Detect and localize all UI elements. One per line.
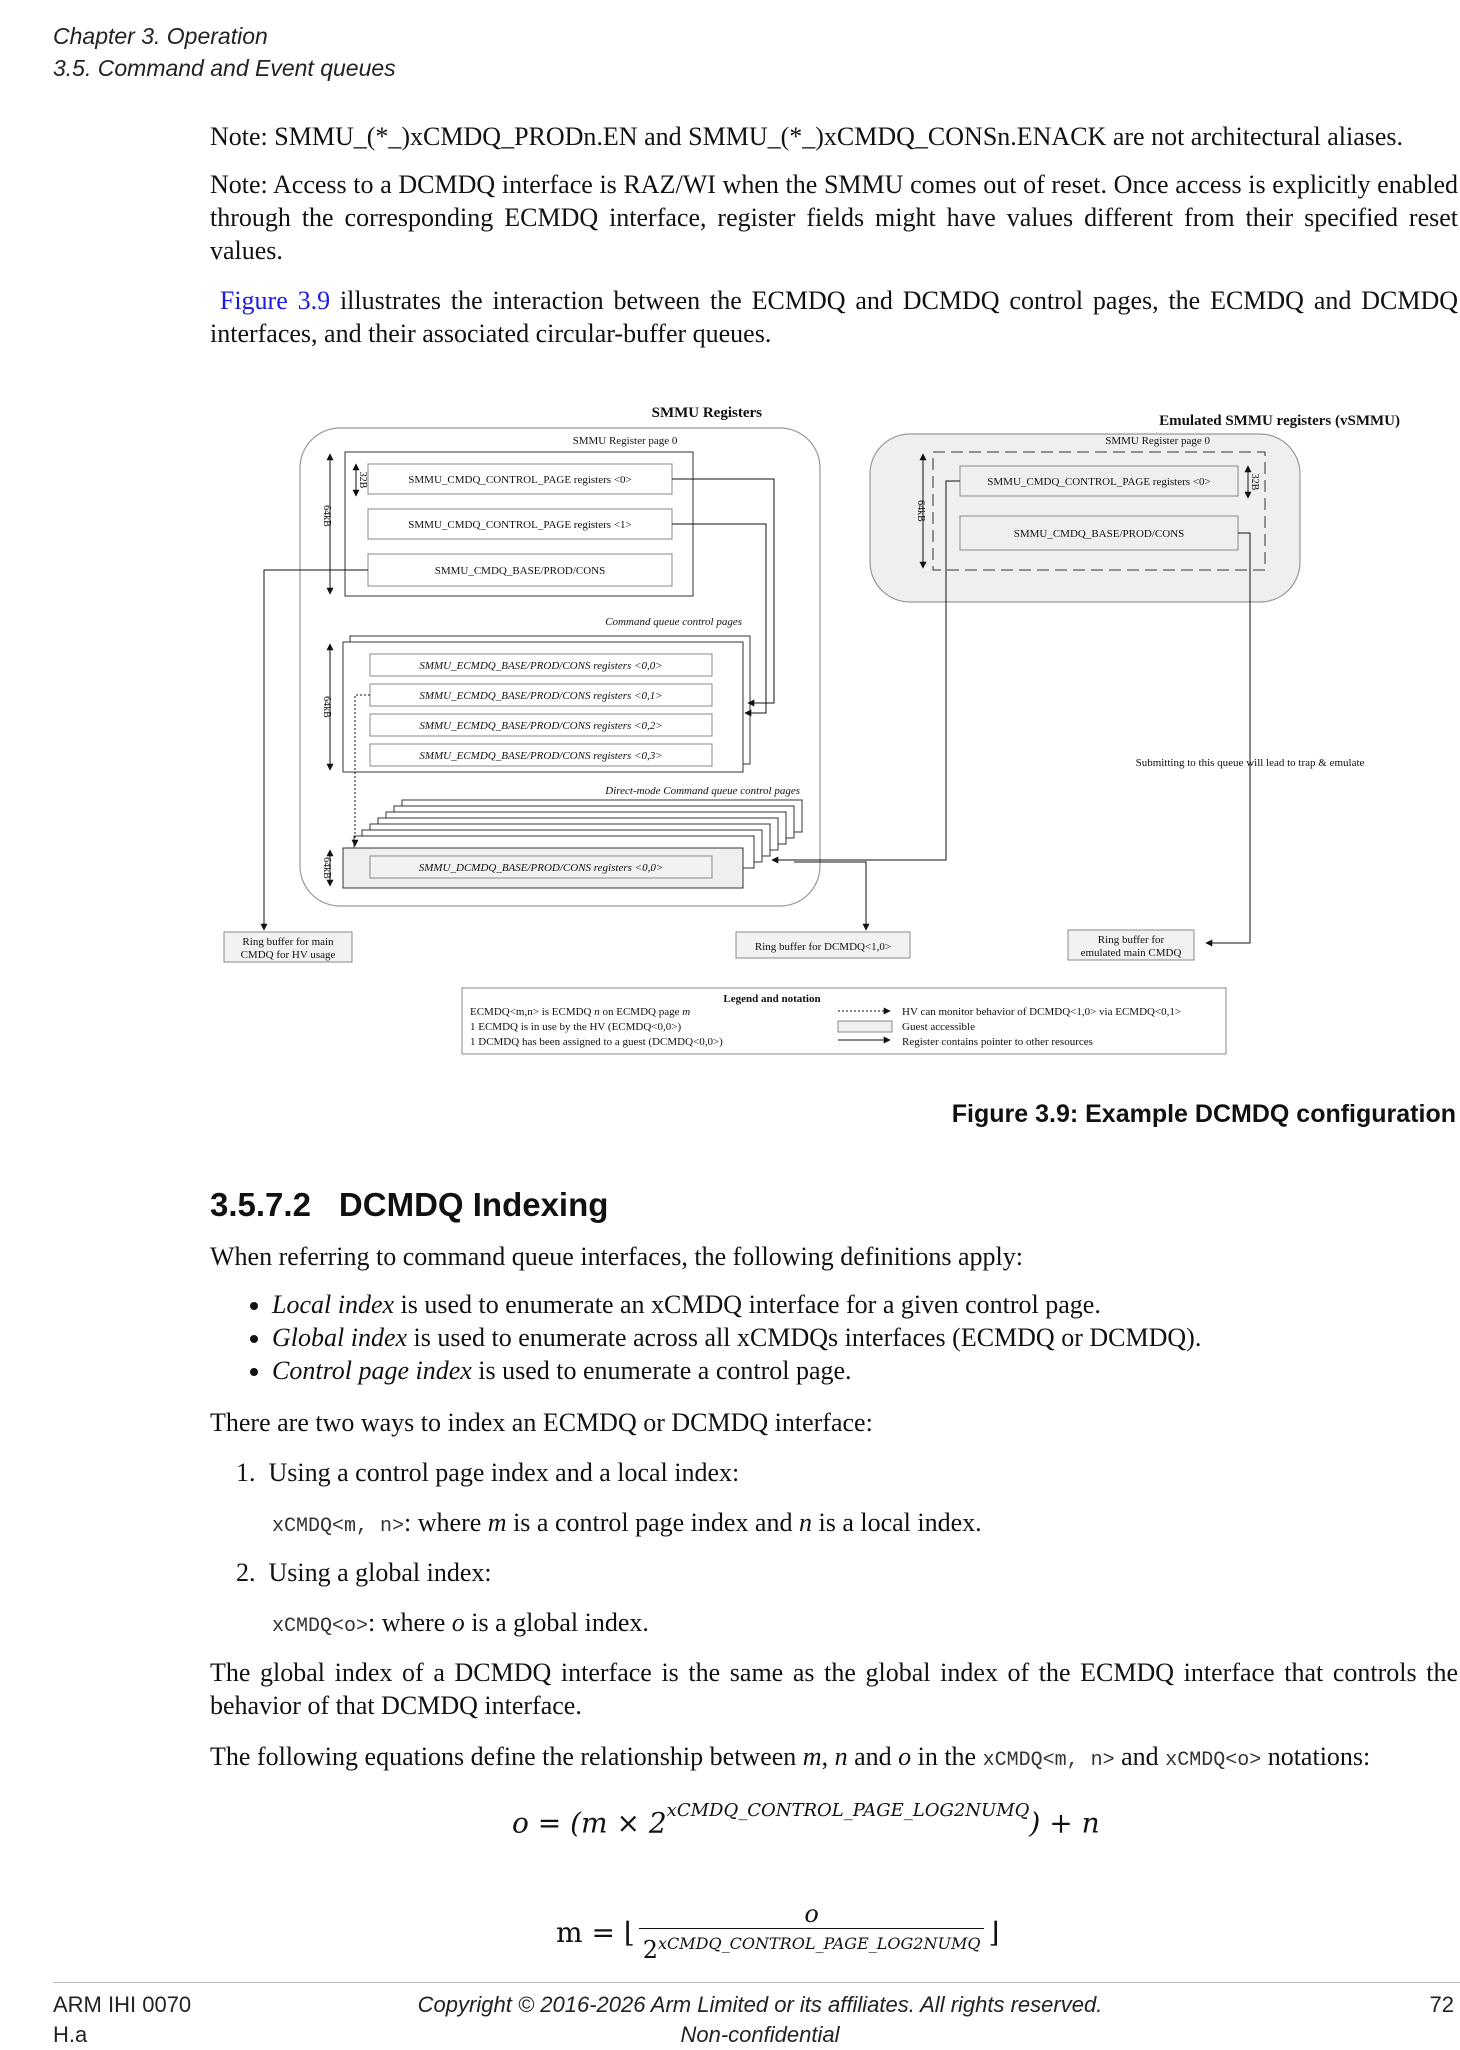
reg-control-page-1: SMMU_CMDQ_CONTROL_PAGE registers <1>: [408, 519, 631, 531]
size-32b-vpage: 32B: [1249, 474, 1260, 491]
reg-base-prod-cons: SMMU_CMDQ_BASE/PROD/CONS: [435, 565, 606, 577]
ecmdq-0-2-box: [369, 713, 713, 737]
ring-dcmdq: Ring buffer for DCMDQ<1,0>: [755, 941, 891, 953]
smmu-registers-container: [299, 427, 821, 907]
list-item: Local index is used to enumerate an xCMD…: [272, 1288, 1460, 1321]
intro-paragraph: When referring to command queue interfac…: [210, 1242, 1023, 1271]
list-item: Global index is used to enumerate across…: [272, 1321, 1460, 1354]
ring-main-line1: Ring buffer for main: [242, 936, 334, 948]
footer-divider: [53, 1982, 1460, 1983]
ring-dcmdq-box: [735, 931, 911, 959]
reg-control-page-0-box: [367, 463, 673, 495]
ring-main-line2: CMDQ for HV usage: [241, 949, 336, 961]
ecmdq-0-0-box: [369, 653, 713, 677]
figure-3-9-link[interactable]: Figure 3.9: [219, 286, 331, 315]
trap-note: Submitting to this queue will lead to tr…: [1136, 757, 1365, 769]
ecmdq-0-2: SMMU_ECMDQ_BASE/PROD/CONS registers <0,2…: [419, 720, 662, 732]
vpage0-label: SMMU Register page 0: [1105, 435, 1210, 447]
ordered-item-2: 2. Using a global index:: [236, 1558, 492, 1587]
vreg-base-prod-cons-box: [959, 515, 1239, 551]
section-title: DCMDQ Indexing: [338, 1186, 609, 1223]
footer-copyright: Copyright © 2016-2026 Arm Limited or its…: [417, 1992, 1103, 2047]
two-ways-paragraph: There are two ways to index an ECMDQ or …: [210, 1408, 873, 1437]
page-number: 72: [1429, 1992, 1454, 2017]
definitions-list: Local index is used to enumerate an xCMD…: [240, 1288, 1460, 1387]
header-section: 3.5. Command and Event queues: [53, 55, 396, 81]
ring-main-box: [223, 931, 353, 963]
legend-right-1: HV can monitor behavior of DCMDQ<1,0> vi…: [902, 1006, 1181, 1018]
legend-title: Legend and notation: [723, 993, 820, 1005]
cq-pages-label: Command queue control pages: [605, 616, 742, 628]
ring-emulated-line2: emulated main CMDQ: [1081, 947, 1182, 959]
ecmdq-0-3-box: [369, 743, 713, 767]
vreg-control-page-0-box: [959, 465, 1239, 497]
size-64kb-page0: 64kB: [321, 505, 332, 527]
ecmdq-0-1: SMMU_ECMDQ_BASE/PROD/CONS registers <0,1…: [419, 690, 662, 702]
dcmdq-0-0: SMMU_DCMDQ_BASE/PROD/CONS registers <0,0…: [419, 862, 664, 874]
section-number: 3.5.7.2: [210, 1186, 311, 1223]
header-chapter: Chapter 3. Operation: [53, 23, 268, 49]
figure-intro-text: illustrates the interaction between the …: [210, 286, 1458, 348]
dcmdq-0-0-box: [369, 855, 713, 879]
ecmdq-0-3: SMMU_ECMDQ_BASE/PROD/CONS registers <0,3…: [419, 750, 662, 762]
figure-svg: SMMU Registers Emulated SMMU registers (…: [223, 405, 1400, 1055]
note-reset: Note: Access to a DCMDQ interface is RAZ…: [210, 170, 1458, 265]
figure-dcmdq-configuration: SMMU Registers Emulated SMMU registers (…: [200, 392, 1460, 1072]
equation-control-page-index: m = ⌊ o 2xCMDQ_CONTROL_PAGE_LOG2NUMQ ⌋: [556, 1900, 1000, 1965]
ring-emulated-box: [1067, 929, 1195, 961]
figure-intro-paragraph: Figure 3.9 illustrates the interaction b…: [210, 284, 1458, 350]
legend-line-2: 1 ECMDQ is in use by the HV (ECMDQ<0,0>): [470, 1021, 681, 1033]
section-heading: 3.5.7.2 DCMDQ Indexing: [210, 1186, 608, 1224]
ring-emulated-line1: Ring buffer for: [1098, 934, 1165, 946]
running-header: Chapter 3. Operation 3.5. Command and Ev…: [53, 20, 396, 84]
vsmmu-title: Emulated SMMU registers (vSMMU): [1159, 413, 1400, 429]
size-64kb-ecmdq: 64kB: [321, 696, 332, 718]
legend-right-2: Guest accessible: [902, 1021, 975, 1033]
vreg-control-page-0: SMMU_CMDQ_CONTROL_PAGE registers <0>: [987, 476, 1210, 488]
reg-control-page-0: SMMU_CMDQ_CONTROL_PAGE registers <0>: [408, 474, 631, 486]
global-index-paragraph: The global index of a DCMDQ interface is…: [210, 1658, 1458, 1720]
fraction: o 2xCMDQ_CONTROL_PAGE_LOG2NUMQ: [638, 1900, 985, 1965]
figure-caption: Figure 3.9: Example DCMDQ configuration: [951, 1100, 1456, 1128]
dm-pages-label: Direct-mode Command queue control pages: [604, 785, 800, 797]
legend-guest-swatch: [837, 1020, 893, 1033]
footer-doc-id: ARM IHI 0070 H.a: [53, 1992, 192, 2047]
ordered-item-1: 1. Using a control page index and a loca…: [236, 1458, 740, 1487]
page0-label: SMMU Register page 0: [573, 435, 678, 447]
ecmdq-0-0: SMMU_ECMDQ_BASE/PROD/CONS registers <0,0…: [419, 660, 662, 672]
smmu-registers-title: SMMU Registers: [652, 405, 763, 421]
legend-right-3: Register contains pointer to other resou…: [902, 1036, 1093, 1048]
size-64kb-vpage: 64kB: [915, 500, 926, 522]
size-64kb-dcmdq: 64kB: [321, 857, 332, 879]
size-32b-page0: 32B: [357, 472, 368, 489]
ordered-item-2-detail: xCMDQ<o>: where o is a global index.: [272, 1608, 649, 1638]
note-aliases: Note: SMMU_(*_)xCMDQ_PRODn.EN and SMMU_(…: [210, 122, 1404, 151]
vreg-base-prod-cons: SMMU_CMDQ_BASE/PROD/CONS: [1014, 528, 1185, 540]
equations-intro: The following equations define the relat…: [210, 1742, 1371, 1772]
legend-line-1: ECMDQ<m,n> is ECMDQ n on ECMDQ page m: [470, 1006, 690, 1018]
legend-line-3: 1 DCMDQ has been assigned to a guest (DC…: [470, 1036, 723, 1048]
equation-global-index: o = (m × 2xCMDQ_CONTROL_PAGE_LOG2NUMQ) +…: [512, 1800, 1100, 1840]
list-item: Control page index is used to enumerate …: [272, 1354, 1460, 1387]
vpage0-box: [932, 451, 1266, 571]
ordered-item-1-detail: xCMDQ<m, n>: where m is a control page i…: [272, 1508, 982, 1538]
